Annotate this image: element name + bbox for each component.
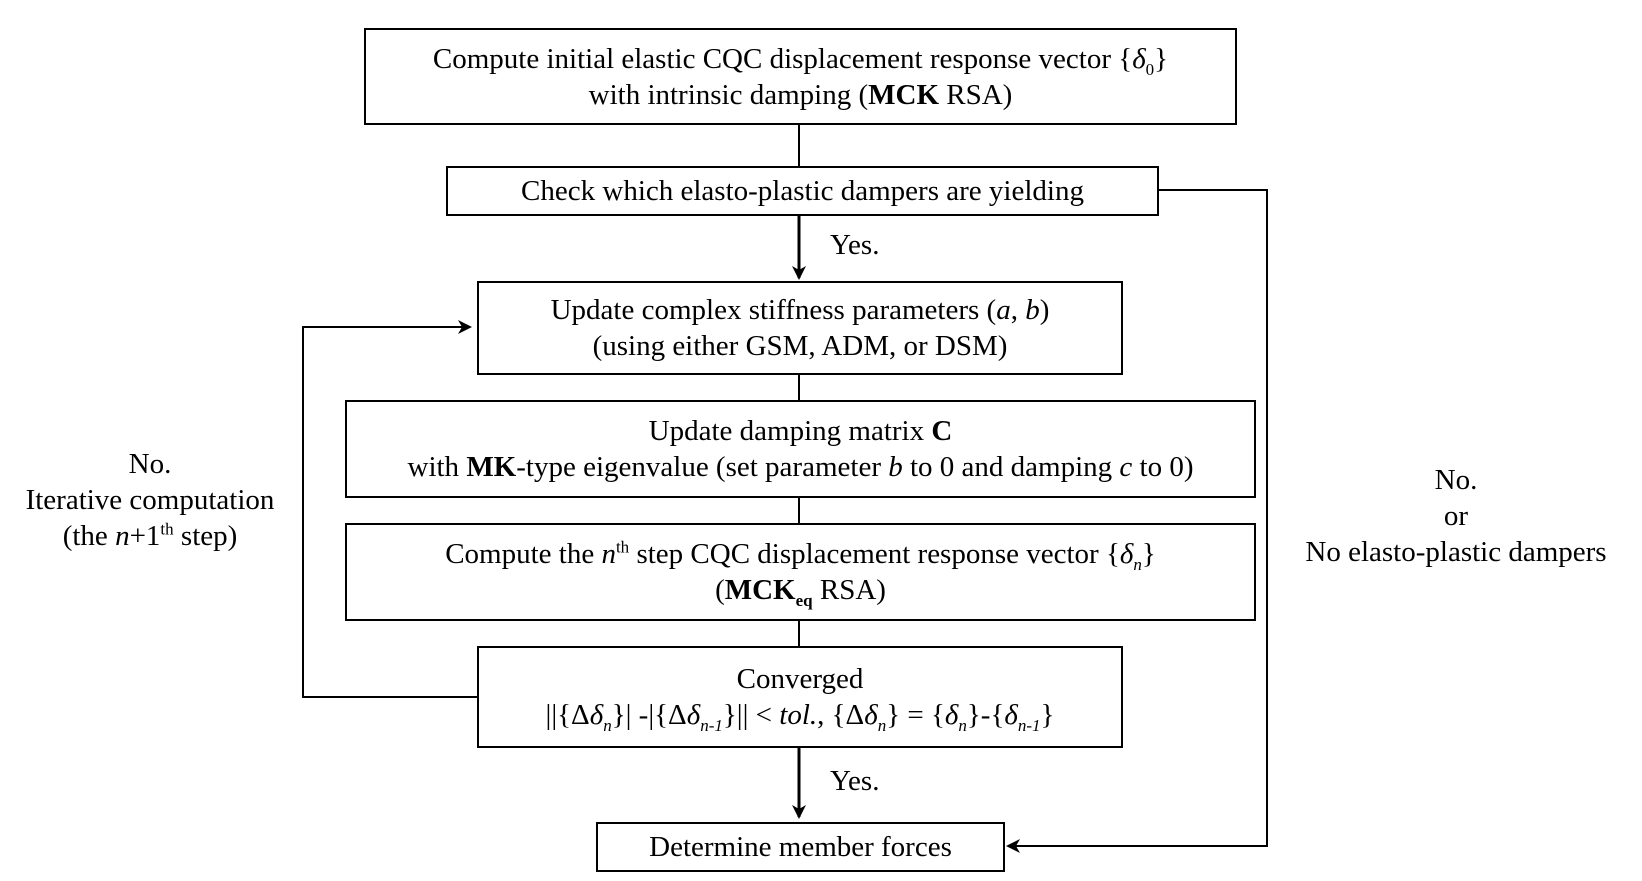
member-forces-text: Determine member forces [649, 831, 952, 863]
iter-th: th [160, 519, 174, 539]
stiffness-comma: , [1010, 294, 1026, 326]
iter-plus: +1 [129, 520, 161, 552]
damping-line2-pre: with [407, 451, 467, 483]
stiffness-param-b: b [1025, 294, 1040, 326]
conv-f2: }| -|{Δ [611, 699, 687, 731]
conv-f3: }|| < [722, 699, 780, 731]
damping-line2-mid2: to 0 and damping [902, 451, 1120, 483]
iter-line3-pre: (the [62, 520, 116, 552]
stiffness-line1-pre: Update complex stiffness parameters ( [550, 294, 997, 326]
stiffness-param-a: a [996, 294, 1011, 326]
nth-line1-pre: Compute the [445, 538, 602, 570]
box-update-damping-matrix: Update damping matrix C with MK-type eig… [345, 400, 1256, 498]
conv-d2: δ [686, 699, 701, 731]
damping-line2-mid1: -type eigenvalue (set parameter [516, 451, 889, 483]
initial-line2-post: RSA) [939, 78, 1013, 111]
stiffness-line2: (using either GSM, ADM, or DSM) [592, 330, 1008, 362]
stiffness-line1-post: ) [1039, 294, 1050, 326]
conv-s3: n [877, 715, 887, 735]
damping-line1-pre: Update damping matrix [648, 415, 932, 447]
label-iteration-no: No. Iterative computation (the n+1th ste… [0, 446, 300, 554]
conv-s2: n-1 [700, 715, 723, 735]
box-compute-nth-response: Compute the nth step CQC displacement re… [345, 523, 1256, 621]
damping-matrix-c: C [931, 415, 953, 447]
damping-mk-bold: MK [466, 451, 517, 483]
nth-delta-subscript: n [1133, 554, 1142, 574]
conv-s1: n [603, 715, 612, 735]
conv-f6: }-{ [966, 699, 1005, 731]
conv-s5: n-1 [1017, 715, 1041, 735]
iter-line3-post: step) [173, 520, 238, 552]
initial-delta-symbol: δ [1132, 42, 1146, 75]
label-right-no: No. or No elasto-plastic dampers [1276, 462, 1636, 570]
box-update-stiffness: Update complex stiffness parameters (a, … [477, 281, 1123, 375]
iter-no: No. [128, 448, 172, 480]
initial-line1-post: } [1154, 42, 1169, 75]
right-no: No. [1434, 464, 1478, 496]
nth-mck-eq-subscript: eq [795, 590, 813, 610]
damping-param-c: c [1119, 451, 1133, 483]
nth-th: th [615, 537, 630, 557]
converged-title: Converged [736, 663, 864, 695]
conv-s4: n [958, 715, 967, 735]
iter-line2: Iterative computation [25, 484, 275, 516]
damping-param-b: b [888, 451, 903, 483]
label-yes-check: Yes. [830, 229, 880, 261]
converged-formula: ||{Δδn}| -|{Δδn-1}|| < tol., {Δδn} = {δn… [545, 697, 1055, 735]
nth-line1-mid: step CQC displacement response vector { [629, 538, 1120, 570]
right-or: or [1443, 500, 1469, 532]
box-converged: Converged ||{Δδn}| -|{Δδn-1}|| < tol., {… [477, 646, 1123, 748]
conv-d1: δ [589, 699, 604, 731]
conv-d4: δ [944, 699, 959, 731]
nth-mck-bold: MCK [724, 574, 796, 606]
iter-n: n [115, 520, 130, 552]
arrow-iteration-loop-no [302, 320, 477, 698]
box-determine-member-forces: Determine member forces [596, 822, 1005, 872]
initial-delta-subscript: 0 [1145, 59, 1155, 79]
initial-line2-pre: with intrinsic damping ( [588, 78, 869, 111]
box-check-yielding: Check which elasto-plastic dampers are y… [446, 166, 1159, 216]
label-yes-converged: Yes. [830, 765, 880, 797]
conv-tol: tol. [779, 699, 818, 731]
check-text: Check which elasto-plastic dampers are y… [521, 175, 1084, 207]
arrow-check-to-forces-no [1006, 189, 1268, 853]
damping-line2-post: to 0) [1132, 451, 1194, 483]
conv-d5: δ [1004, 699, 1018, 731]
nth-line1-post: } [1141, 538, 1156, 570]
initial-line1-pre: Compute initial elastic CQC displacement… [432, 42, 1133, 75]
box-compute-initial-response: Compute initial elastic CQC displacement… [364, 28, 1237, 125]
conv-d3: δ [864, 699, 878, 731]
conv-f7: } [1040, 699, 1055, 731]
initial-mck-bold: MCK [868, 78, 940, 111]
conv-f4: , {Δ [817, 699, 865, 731]
conv-f5: } = { [886, 699, 945, 731]
nth-line2-pre: ( [715, 574, 725, 606]
nth-n: n [601, 538, 616, 570]
nth-line2-post: RSA) [812, 574, 886, 606]
right-line3: No elasto-plastic dampers [1305, 536, 1607, 568]
nth-delta-symbol: δ [1119, 538, 1134, 570]
conv-f1: ||{Δ [545, 699, 590, 731]
